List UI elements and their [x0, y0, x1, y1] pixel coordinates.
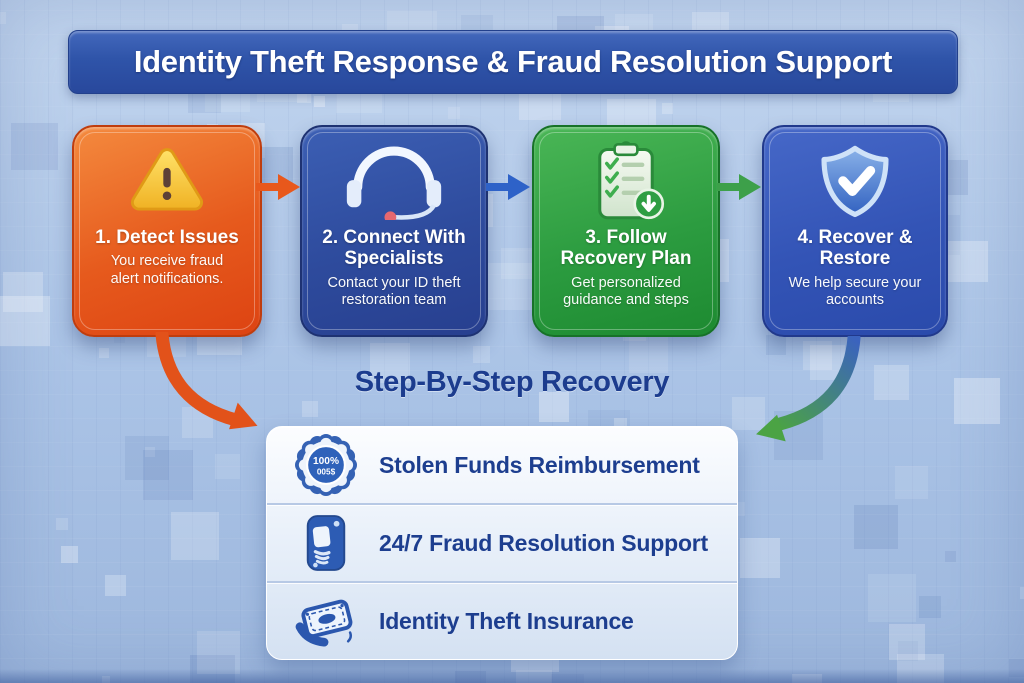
step-title: 2. Connect With Specialists: [322, 227, 466, 270]
badge-text-top: 100%: [313, 456, 339, 467]
step-title: 1. Detect Issues: [95, 227, 239, 248]
badge-text-bottom: 005$: [317, 468, 336, 477]
phone-support-icon: [306, 515, 346, 571]
shield-check-icon: [821, 145, 889, 218]
benefits-panel: 100% 005$ Stolen Funds Reimbursement 24/…: [266, 426, 738, 660]
arrow-right-icon-2: [486, 174, 530, 200]
reimbursement-badge-icon: 100% 005$: [295, 434, 357, 496]
benefit-label: 24/7 Fraud Resolution Support: [379, 529, 709, 556]
step-subtitle: Contact your ID theft restoration team: [327, 274, 461, 308]
step-title: 4. Recover & Restore: [797, 227, 913, 270]
benefit-row-reimbursement: 100% 005$ Stolen Funds Reimbursement: [267, 427, 737, 505]
step-card-follow-recovery-plan: 3. Follow Recovery Plan Get personalized…: [532, 125, 720, 337]
page-title: Identity Theft Response & Fraud Resoluti…: [133, 44, 893, 79]
benefit-label: Stolen Funds Reimbursement: [379, 451, 700, 478]
step-subtitle: Get personalized guidance and steps: [563, 274, 689, 308]
headset-icon: [346, 146, 442, 220]
benefit-label: Identity Theft Insurance: [379, 607, 634, 634]
arrow-right-icon-3: [717, 174, 761, 200]
step-card-detect-issues: 1. Detect Issues You receive fraud alert…: [72, 125, 262, 337]
insurance-card-icon: [295, 599, 353, 647]
step-card-recover-restore: 4. Recover & Restore We help secure your…: [762, 125, 948, 337]
bottom-edge-shade: [0, 669, 1024, 683]
clipboard-checklist-icon: [598, 141, 665, 220]
benefit-row-support: 24/7 Fraud Resolution Support: [267, 505, 737, 583]
step-subtitle: We help secure your accounts: [788, 274, 922, 308]
warning-triangle-icon: [130, 148, 204, 211]
header-banner: Identity Theft Response & Fraud Resoluti…: [68, 30, 958, 94]
section-title: Step-By-Step Recovery: [354, 366, 670, 398]
step-title: 3. Follow Recovery Plan: [560, 227, 692, 270]
step-subtitle: You receive fraud alert notifications.: [110, 253, 224, 287]
arrow-right-icon-1: [256, 174, 300, 200]
benefit-row-insurance: Identity Theft Insurance: [267, 583, 737, 659]
step-card-connect-specialists: 2. Connect With Specialists Contact your…: [300, 125, 488, 337]
